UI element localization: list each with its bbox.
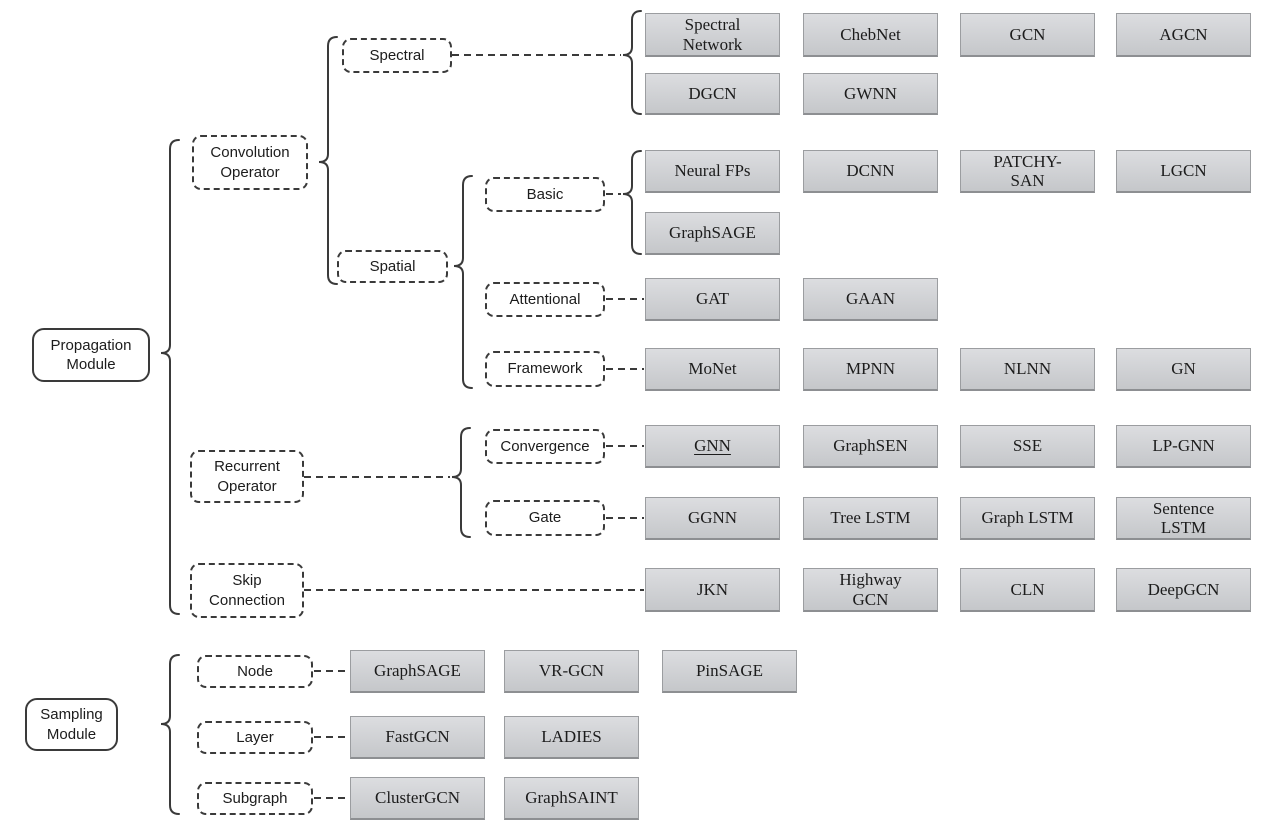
leaf-gcn: GCN bbox=[960, 13, 1095, 57]
leaf-gn: GN bbox=[1116, 348, 1251, 391]
node-gate: Gate bbox=[485, 500, 605, 536]
leaf-gat: GAT bbox=[645, 278, 780, 321]
node-recurrent-operator: Recurrent Operator bbox=[190, 450, 304, 503]
node-subgraph-sampling: Subgraph bbox=[197, 782, 313, 815]
node-attentional: Attentional bbox=[485, 282, 605, 317]
brace-sampling bbox=[160, 654, 180, 815]
leaf-neural-fps: Neural FPs bbox=[645, 150, 780, 193]
node-node-sampling: Node bbox=[197, 655, 313, 688]
leaf-graphsen: GraphSEN bbox=[803, 425, 938, 468]
leaf-lgcn: LGCN bbox=[1116, 150, 1251, 193]
node-spectral: Spectral bbox=[342, 38, 452, 73]
leaf-gwnn: GWNN bbox=[803, 73, 938, 115]
node-basic: Basic bbox=[485, 177, 605, 212]
leaf-chebnet: ChebNet bbox=[803, 13, 938, 57]
brace-recurrent bbox=[451, 427, 471, 538]
leaf-pinsage: PinSAGE bbox=[662, 650, 797, 693]
node-propagation-module: Propagation Module bbox=[32, 328, 150, 382]
brace-basic-leaves bbox=[622, 150, 642, 255]
leaf-clustergcn: ClusterGCN bbox=[350, 777, 485, 820]
leaf-graph-lstm: Graph LSTM bbox=[960, 497, 1095, 540]
leaf-ggnn: GGNN bbox=[645, 497, 780, 540]
leaf-deepgcn: DeepGCN bbox=[1116, 568, 1251, 612]
leaf-lp-gnn: LP-GNN bbox=[1116, 425, 1251, 468]
leaf-dcnn: DCNN bbox=[803, 150, 938, 193]
leaf-graphsaint: GraphSAINT bbox=[504, 777, 639, 820]
leaf-agcn: AGCN bbox=[1116, 13, 1251, 57]
leaf-nlnn: NLNN bbox=[960, 348, 1095, 391]
leaf-sentence-lstm: Sentence LSTM bbox=[1116, 497, 1251, 540]
leaf-graphsage-node: GraphSAGE bbox=[350, 650, 485, 693]
leaf-highway-gcn: Highway GCN bbox=[803, 568, 938, 612]
leaf-tree-lstm: Tree LSTM bbox=[803, 497, 938, 540]
leaf-spectral-network: Spectral Network bbox=[645, 13, 780, 57]
leaf-dgcn: DGCN bbox=[645, 73, 780, 115]
brace-spatial bbox=[453, 175, 473, 389]
leaf-graphsage-basic: GraphSAGE bbox=[645, 212, 780, 255]
node-layer-sampling: Layer bbox=[197, 721, 313, 754]
leaf-cln: CLN bbox=[960, 568, 1095, 612]
brace-convolution bbox=[318, 36, 338, 285]
leaf-mpnn: MPNN bbox=[803, 348, 938, 391]
leaf-fastgcn: FastGCN bbox=[350, 716, 485, 759]
brace-propagation bbox=[160, 139, 180, 615]
leaf-jkn: JKN bbox=[645, 568, 780, 612]
leaf-sse: SSE bbox=[960, 425, 1095, 468]
node-framework: Framework bbox=[485, 351, 605, 387]
leaf-monet: MoNet bbox=[645, 348, 780, 391]
leaf-vr-gcn: VR-GCN bbox=[504, 650, 639, 693]
node-spatial: Spatial bbox=[337, 250, 448, 283]
node-convergence: Convergence bbox=[485, 429, 605, 464]
node-convolution-operator: Convolution Operator bbox=[192, 135, 308, 190]
brace-spectral-leaves bbox=[622, 10, 642, 115]
node-skip-connection: Skip Connection bbox=[190, 563, 304, 618]
leaf-patchy-san: PATCHY- SAN bbox=[960, 150, 1095, 193]
leaf-ladies: LADIES bbox=[504, 716, 639, 759]
leaf-gnn: GNN bbox=[645, 425, 780, 468]
node-sampling-module: Sampling Module bbox=[25, 698, 118, 751]
leaf-gaan: GAAN bbox=[803, 278, 938, 321]
